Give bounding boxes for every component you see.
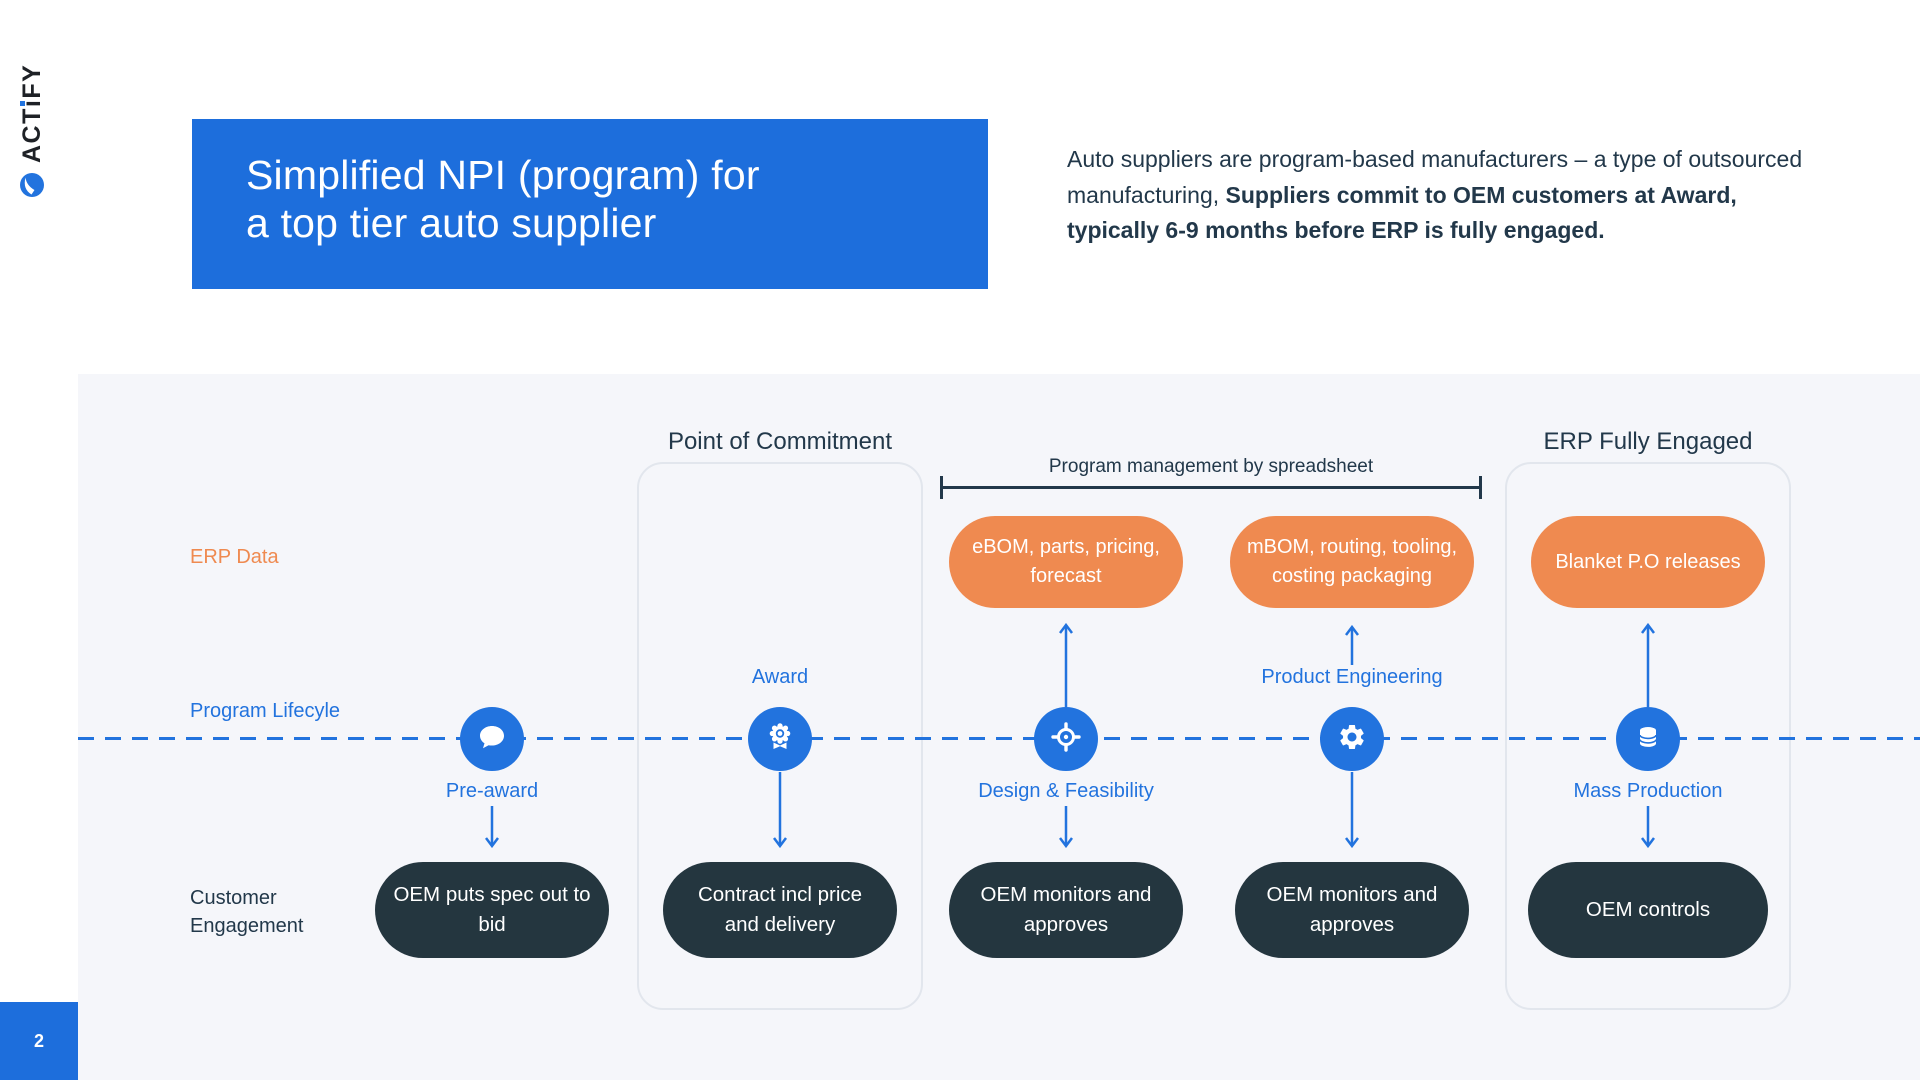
down-arrow [1059, 806, 1073, 848]
milestone-circle-mass-production [1616, 707, 1680, 771]
diagram-panel [78, 374, 1920, 1080]
up-arrow [1059, 623, 1073, 707]
engagement-pill: Contract incl price and delivery [663, 862, 897, 958]
milestone-circle-design-feasibility [1034, 707, 1098, 771]
engagement-pill: OEM controls [1528, 862, 1768, 958]
row-label-program-lifecycle: Program Lifecyle [190, 700, 341, 722]
target-icon [1050, 721, 1082, 758]
milestone-label-pre-award: Pre-award [445, 780, 539, 802]
gear-icon [1337, 722, 1367, 757]
timeline-dashed-line [78, 737, 1920, 740]
milestone-circle-pre-award [460, 707, 524, 771]
page-number: 2 [0, 1002, 78, 1080]
milestone-circle-product-engineering [1320, 707, 1384, 771]
point-of-commitment-card [637, 462, 923, 1010]
up-arrow [1345, 625, 1359, 665]
milestone-label-product-engineering: Product Engineering [1261, 666, 1443, 688]
down-arrow [773, 772, 787, 848]
bracket-label: Program management by spreadsheet [1048, 456, 1374, 477]
database-icon [1632, 721, 1664, 758]
chat-icon [476, 721, 508, 758]
down-arrow [1641, 806, 1655, 848]
engagement-pill: OEM monitors and approves [1235, 862, 1469, 958]
erp-fully-engaged-label: ERP Fully Engaged [1543, 428, 1753, 455]
down-arrow [485, 806, 499, 848]
engagement-pill: OEM monitors and approves [949, 862, 1183, 958]
down-arrow [1345, 772, 1359, 848]
row-label-customer-engagement: Customer Engagement [190, 887, 304, 937]
up-arrow [1641, 623, 1655, 707]
bracket-line [940, 476, 1482, 499]
milestone-label-award: Award [751, 666, 809, 688]
milestone-label-design-feasibility: Design & Feasibility [978, 780, 1154, 802]
point-of-commitment-label: Point of Commitment [667, 428, 893, 455]
award-icon [764, 721, 796, 758]
erp-pill: eBOM, parts, pricing, forecast [949, 516, 1183, 608]
milestone-circle-award [748, 707, 812, 771]
erp-pill: Blanket P.O releases [1531, 516, 1765, 608]
slide-title: Simplified NPI (program) for a top tier … [246, 152, 760, 247]
milestone-label-mass-production: Mass Production [1573, 780, 1723, 802]
erp-fully-engaged-card [1505, 462, 1791, 1010]
intro-paragraph: Auto suppliers are program-based manufac… [1067, 146, 1803, 244]
row-label-erp-data: ERP Data [190, 546, 279, 568]
slide-title-block: Simplified NPI (program) for a top tier … [192, 119, 988, 289]
logo-i-dot [19, 101, 25, 107]
erp-pill: mBOM, routing, tooling, costing packagin… [1230, 516, 1474, 608]
logo-icon [19, 172, 45, 198]
engagement-pill: OEM puts spec out to bid [375, 862, 609, 958]
